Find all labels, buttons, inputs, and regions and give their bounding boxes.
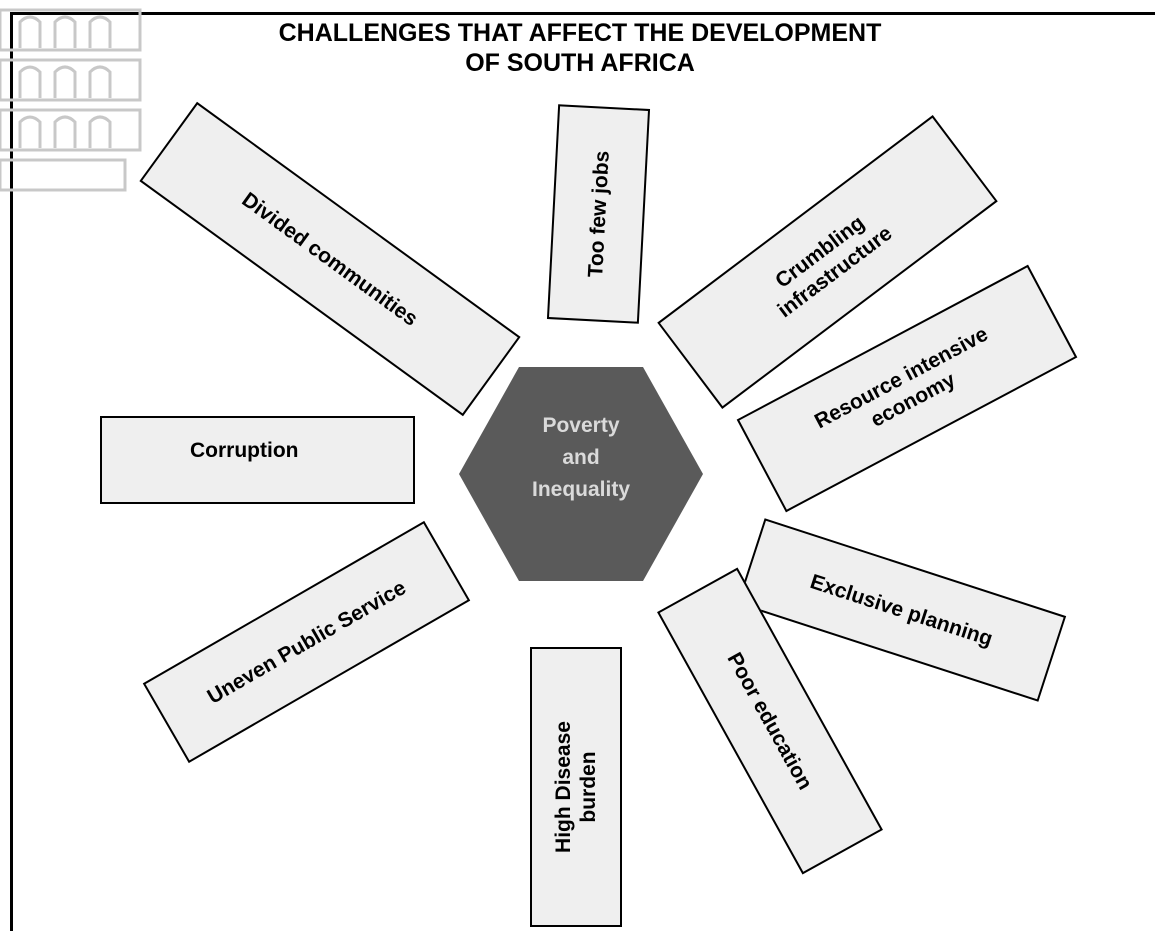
corruption-label: Corruption: [190, 439, 299, 462]
diagram-frame: [10, 12, 1155, 931]
center-hexagon: Poverty and Inequality: [457, 365, 705, 583]
building-watermark-icon: [0, 8, 142, 192]
box-high-disease-burden: High Disease burden: [530, 647, 622, 927]
high-disease-line-1: High Disease: [552, 721, 575, 853]
box-too-few-jobs: Too few jobs: [546, 104, 651, 324]
title-line-2: OF SOUTH AFRICA: [465, 49, 695, 77]
diagram-title: CHALLENGES THAT AFFECT THE DEVELOPMENT O…: [150, 18, 1010, 78]
too-few-jobs-label: Too few jobs: [583, 150, 614, 278]
title-line-1: CHALLENGES THAT AFFECT THE DEVELOPMENT: [278, 19, 882, 47]
high-disease-line-2: burden: [577, 751, 600, 823]
box-corruption: Corruption: [100, 416, 415, 504]
hexagon-line-2: and: [562, 446, 600, 469]
hexagon-shape: [459, 367, 703, 581]
hexagon-label: Poverty and Inequality: [457, 410, 705, 506]
hexagon-line-3: Inequality: [531, 478, 631, 501]
hexagon-line-1: Poverty: [542, 414, 620, 437]
